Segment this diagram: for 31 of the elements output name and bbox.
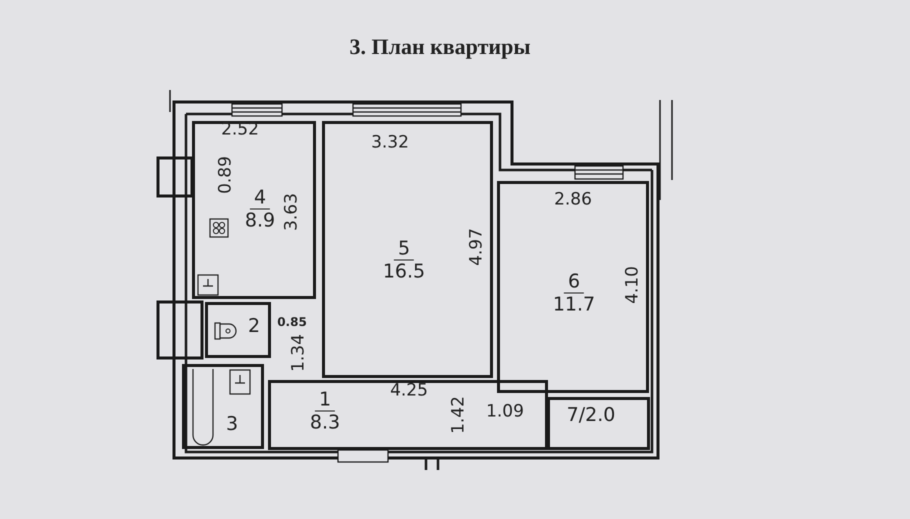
dimension-label: 1.09 (486, 400, 524, 424)
dimension-label: 4.97 (465, 228, 488, 266)
room-area: 11.7 (548, 294, 600, 316)
room-number: 4 (250, 186, 270, 210)
dimension-label: 3.63 (280, 193, 302, 231)
dimension-label: 1.42 (447, 396, 470, 434)
room-number: 7/2.0 (566, 404, 616, 426)
dimension-label: 4.25 (390, 379, 428, 402)
room-outline (205, 302, 271, 358)
room-outline (182, 364, 264, 449)
dimension-label: 0.89 (214, 156, 236, 194)
room-number: 3 (224, 413, 240, 435)
room-outline (192, 121, 316, 299)
dimension-label: 3.32 (371, 131, 409, 154)
room-number: 5 (394, 238, 414, 260)
dimension-label: 0.85 (277, 314, 307, 331)
room-number: 2 (246, 315, 262, 337)
room-outline (268, 380, 548, 450)
room-number: 6 (564, 270, 584, 294)
room-outline (322, 121, 493, 378)
dimension-label: 2.52 (221, 118, 259, 142)
room-area: 16.5 (378, 260, 430, 282)
dimension-label: 4.10 (621, 266, 644, 304)
plan-title: 3. План квартиры (348, 33, 532, 61)
room-area: 8.9 (240, 210, 280, 232)
room-outline (497, 181, 649, 393)
room-outline (547, 397, 650, 450)
room-area: 8.3 (306, 412, 344, 434)
dimension-label: 2.86 (554, 188, 592, 212)
room-number: 1 (314, 388, 336, 412)
dimension-label: 1.34 (287, 334, 310, 372)
